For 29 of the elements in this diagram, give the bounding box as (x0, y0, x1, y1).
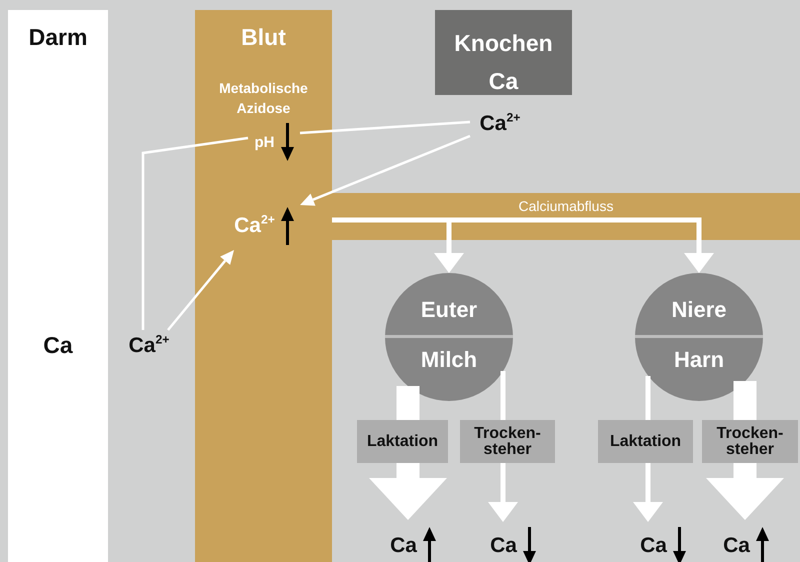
band-text: Calciumabfluss (518, 198, 614, 214)
column-band (195, 10, 332, 562)
column-text: Ca (42, 332, 74, 359)
process-box (435, 10, 572, 95)
ion-text: Ca (723, 534, 750, 558)
edge-label: Laktation (357, 420, 448, 463)
box-text: Ca (488, 67, 518, 96)
ion-text: Ca (640, 534, 667, 558)
arrow (300, 134, 470, 206)
ion-text: Ca (390, 534, 417, 558)
circle-text: Milch (420, 347, 478, 373)
edge-label: Trocken- steher (460, 420, 555, 463)
column-text: Blut (240, 24, 287, 51)
circle-text: Euter (420, 297, 478, 323)
ion-text: Ca$^{2+}$ (480, 112, 520, 136)
circle-text: Niere (670, 297, 728, 323)
ion-text: Ca (490, 534, 517, 558)
circle-text: Harn (672, 347, 726, 373)
box-text: Knochen (454, 29, 553, 58)
ion-text: pH (254, 134, 274, 150)
edge-label: Laktation (598, 420, 693, 463)
ion-text: Ca$^{2+}$ (128, 334, 170, 358)
flow-band (332, 193, 800, 240)
condition-text: Metabolische Azidose (218, 79, 309, 118)
ion-text: Ca$^{2+}$ (234, 214, 275, 238)
column-band (8, 10, 108, 562)
arrow (167, 250, 234, 331)
column-text: Darm (28, 24, 88, 51)
edge-label: Trocken- steher (702, 420, 798, 463)
